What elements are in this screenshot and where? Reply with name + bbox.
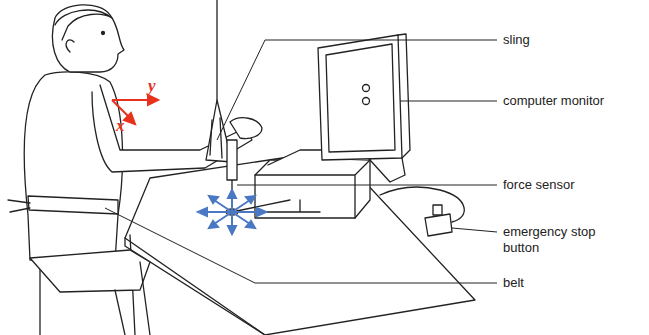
belt-strap <box>28 196 118 214</box>
part-label: belt <box>503 275 524 291</box>
axis-label: y <box>148 78 156 94</box>
monitor-stand <box>370 158 405 182</box>
hand <box>230 118 262 139</box>
cursor-marker <box>363 98 370 105</box>
monitor-side <box>398 34 410 158</box>
monitor-screen <box>326 44 395 152</box>
stop-cable <box>380 187 464 222</box>
force-sensor-handle <box>227 140 237 180</box>
robot-base <box>255 160 370 218</box>
ear <box>66 40 74 52</box>
movement-arrows <box>198 190 266 234</box>
eye <box>102 32 105 35</box>
table-top <box>125 150 475 335</box>
leader-lines <box>105 40 497 283</box>
stop-knob <box>433 205 442 215</box>
belt-tie <box>8 200 30 212</box>
head <box>52 5 124 72</box>
thigh <box>30 250 150 292</box>
axis-label: x <box>116 118 125 134</box>
shin <box>115 262 150 335</box>
part-label: force sensor <box>503 177 575 193</box>
sling-cord <box>216 0 217 100</box>
hair <box>55 10 112 40</box>
sling-fold <box>210 118 222 158</box>
part-label: computer monitor <box>503 93 604 109</box>
monitor-frame <box>318 35 402 160</box>
stop-box <box>425 214 452 236</box>
robot-edge <box>255 160 370 218</box>
part-label: emergency stop button <box>503 224 608 256</box>
target-marker <box>363 85 370 92</box>
part-label: sling <box>503 32 530 48</box>
